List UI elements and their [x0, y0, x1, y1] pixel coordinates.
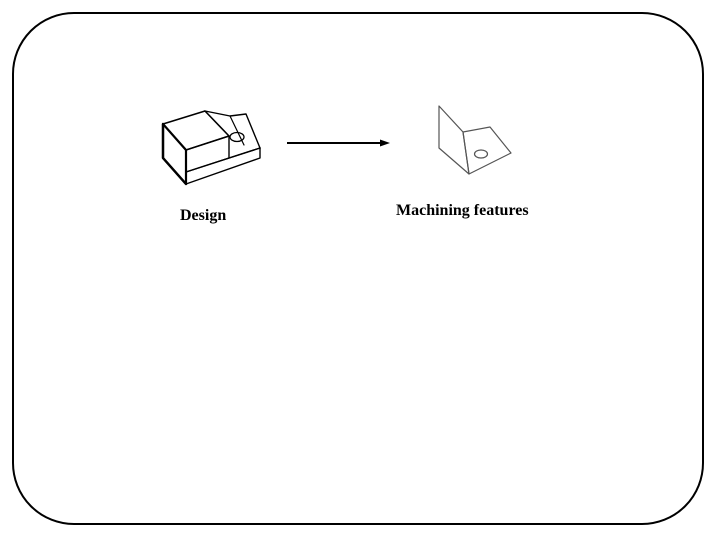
- transform-arrow-icon: [287, 139, 390, 147]
- design-part-icon: [161, 110, 261, 186]
- slide-frame: [12, 12, 704, 525]
- features-part-icon: [438, 105, 512, 175]
- design-label: Design: [180, 207, 227, 224]
- machining-features-label: Machining features: [396, 202, 529, 219]
